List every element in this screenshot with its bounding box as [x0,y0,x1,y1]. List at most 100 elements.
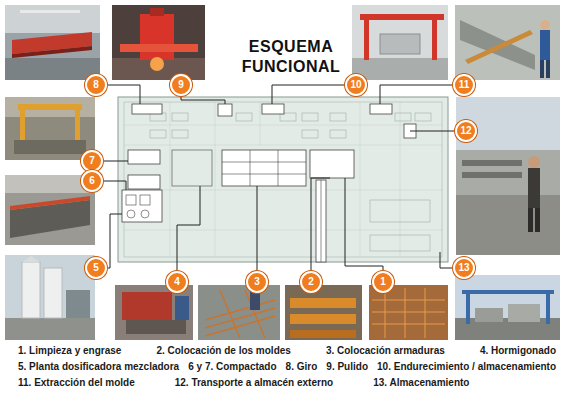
photo-limpieza-part [425,288,426,338]
floor-plan-part [124,102,442,257]
floor-plan-part [150,130,166,138]
photo-planta-dosificadora-part [44,268,62,318]
photo-colocacion-armaduras-part [205,308,275,328]
step-label: 11. Extracción del molde [18,377,135,389]
photo-endurecimiento-part [352,58,448,80]
step-label: 8. Giro [286,361,318,373]
photo-compactado-7-part [18,104,82,110]
photo-transporte-part [462,160,522,166]
photo-endurecimiento-part [364,20,369,60]
step-label: 3. Colocación armaduras [326,345,445,357]
floor-plan-part [128,175,160,189]
photo-limpieza-part [405,288,406,338]
photo-pulido-part [120,44,198,52]
floor-plan-part [128,150,160,164]
photo-pulido-part [150,8,164,16]
floor-plan [118,97,448,262]
photo-colocacion-armaduras-part [198,285,280,340]
photo-transporte-part [528,156,540,168]
leader-lines-part [108,214,122,268]
photo-colocacion-armaduras-part [205,316,275,336]
step-label: 5. Planta dosificadora mezcladora [18,361,179,373]
floor-plan-part [370,104,392,114]
floor-plan-part [132,104,162,114]
photo-planta-dosificadora-part [66,290,90,318]
photo-pulido-part [150,57,164,71]
photo-transporte-part [528,168,540,208]
photo-giro-part [5,5,100,80]
photo-limpieza-part [372,300,445,301]
photo-almacenamiento-part [546,294,550,324]
callout-text: 6 [89,176,95,186]
callout-text: 9 [178,80,184,90]
callout-number: 6 [81,170,103,192]
floor-plan-part [170,102,171,257]
callout-number: 9 [170,74,192,96]
callout-number: 13 [453,257,475,279]
floor-plan-part [395,113,411,121]
photo-colocacion-moldes-part [290,314,356,324]
callout-number: 7 [81,150,103,172]
photo-compactado-7 [5,97,95,160]
photo-compactado-7-part [20,110,25,140]
leader-lines-part [108,85,140,104]
photo-planta-dosificadora-part [5,255,95,340]
leader-lines-part [257,186,258,270]
callout-text: 11 [459,80,470,90]
photo-colocacion-armaduras-part [220,290,240,338]
photo-giro-part [5,58,100,80]
photo-compactado-6-part [10,196,90,210]
photo-compactado-7-part [5,97,95,117]
photo-endurecimiento-part [352,5,448,80]
step-label: 12. Transporte a almacén externo [175,377,333,389]
photo-almacenamiento-part [466,294,470,324]
floor-plan-part [236,113,252,121]
photo-colocacion-moldes-part [290,330,356,338]
photo-transporte [456,97,560,255]
floor-plan-part [124,230,442,231]
photo-extraccion-part [455,5,560,80]
leader-lines-part [272,85,344,104]
photo-extraccion-part [540,30,550,60]
floor-plan-part [126,150,321,262]
callout-number: 12 [455,120,477,142]
floor-plan-part [126,195,136,205]
leader-lines-part [380,85,452,104]
photo-colocacion-armaduras [198,285,280,340]
photo-transporte-part [456,150,560,195]
floor-plan-part [370,200,430,222]
photo-limpieza-part [372,288,445,338]
leader-lines-part [311,178,330,270]
floor-plan-part [250,150,251,186]
floor-plan-part [150,113,431,251]
callout-text: 8 [93,80,99,90]
photo-planta-dosificadora-part [22,262,40,318]
floor-plan-part [124,125,442,126]
photo-extraccion-part [465,30,533,64]
photo-giro-part [5,5,100,33]
floor-plan-part [302,130,318,138]
photo-planta-dosificadora-part [5,318,95,340]
floor-plan-part [415,113,431,121]
photo-colocacion-moldes-part [285,285,362,340]
leader-lines-part [410,131,454,132]
floor-plan-part [215,102,216,257]
photo-hormigonado-part [175,296,189,320]
leader-lines-part [104,181,126,190]
leader-lines-part [104,161,128,162]
photo-almacenamiento-part [475,308,503,322]
callout-number: 3 [246,271,268,293]
floor-plan-part [370,235,430,251]
photo-colocacion-armaduras-part [245,290,265,338]
photo-transporte-part [456,195,560,255]
photo-hormigonado-part [122,292,172,320]
floor-plan-part [321,180,322,262]
photo-transporte-part [462,172,522,178]
photo-limpieza [369,285,448,340]
photo-hormigonado-part [126,320,186,334]
photo-transporte-part [528,208,533,232]
floor-plan-part [316,180,326,262]
floor-plan-part [141,210,149,218]
floor-plan-part [124,102,442,257]
